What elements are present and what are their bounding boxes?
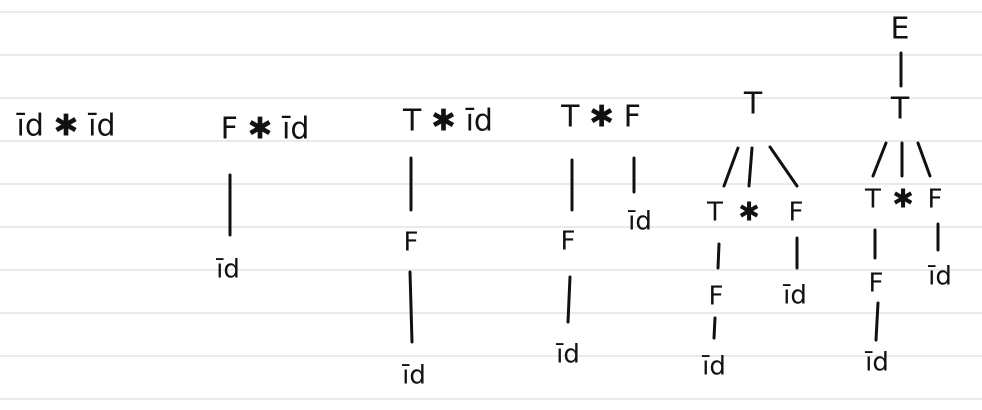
tree-node: F	[404, 228, 419, 258]
tree-node: īd	[555, 340, 580, 370]
tree-node: F	[928, 185, 943, 215]
derivation-step-4: T ✱ F F īd īd	[555, 100, 652, 370]
tree-node: īd	[701, 352, 726, 382]
tree-node: F	[789, 198, 804, 228]
sentential-form: T ✱ F	[560, 100, 641, 135]
tree-edge	[874, 301, 880, 342]
tree-node: F	[709, 282, 724, 312]
tree-node: F	[561, 227, 576, 257]
sentential-form: īd ✱ īd	[16, 109, 116, 144]
derivation-step-2: F ✱ īd īd	[215, 112, 309, 285]
tree-edge	[408, 270, 414, 344]
tree-edge	[871, 141, 888, 178]
tree-node: īd	[401, 361, 426, 391]
tree-node: īd	[627, 207, 652, 237]
tree-node: īd	[864, 348, 889, 378]
ruled-lines	[0, 11, 982, 400]
derivation-step-5: T T ✱ F F īd īd	[701, 87, 807, 382]
tree-root: E	[891, 12, 910, 47]
tree-edge	[566, 275, 572, 324]
tree-edge	[768, 145, 799, 188]
tree-node: īd	[927, 262, 952, 292]
tree-node: īd	[215, 255, 240, 285]
tree-node: T	[706, 198, 723, 228]
sentential-form: F ✱ īd	[221, 112, 310, 147]
derivation-step-1: īd ✱ īd	[16, 109, 116, 144]
tree-edge	[747, 146, 754, 188]
sentential-form: T ✱ īd	[402, 104, 493, 139]
tree-node: F	[869, 269, 884, 299]
tree-node: T	[890, 92, 910, 127]
tree-edge	[916, 141, 932, 178]
tree-edge	[716, 242, 721, 270]
tree-node: ✱	[892, 185, 914, 215]
tree-node: T	[864, 185, 881, 215]
tree-edge	[712, 316, 717, 340]
derivation-step-6: E T T ✱ F F īd īd	[864, 12, 952, 378]
tree-edge	[722, 146, 740, 188]
tree-root: T	[743, 87, 763, 122]
tree-node: īd	[782, 281, 807, 311]
derivation-step-3: T ✱ īd F īd	[401, 104, 493, 391]
tree-node: ✱	[738, 198, 760, 228]
